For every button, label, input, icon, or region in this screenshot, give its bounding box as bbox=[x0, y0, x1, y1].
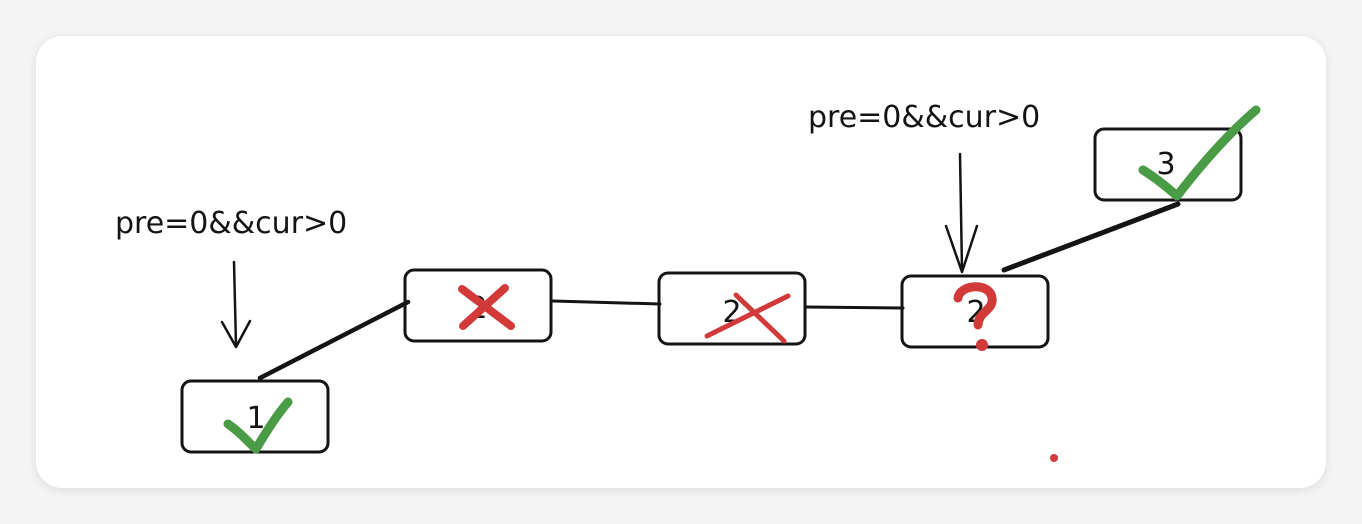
stray-dot bbox=[1050, 454, 1058, 462]
annotation-text-left: pre=0&&cur>0 bbox=[115, 206, 347, 241]
list-node-2: 2 bbox=[403, 268, 553, 343]
edge-node3-node4 bbox=[804, 305, 905, 310]
edge-node1-node2 bbox=[257, 299, 411, 381]
node-5-value: 3 bbox=[1156, 147, 1175, 182]
list-node-1: 1 bbox=[180, 379, 330, 454]
check-icon bbox=[223, 397, 293, 454]
cross-icon bbox=[458, 284, 515, 330]
check-icon bbox=[1138, 105, 1261, 201]
annotation-text-right: pre=0&&cur>0 bbox=[808, 100, 1040, 135]
node-1-value: 1 bbox=[246, 401, 265, 436]
annotation-arrow-left bbox=[220, 260, 252, 349]
list-node-4: 2 bbox=[900, 274, 1050, 351]
diagram-card bbox=[36, 36, 1326, 488]
list-node-5: 3 bbox=[1093, 105, 1261, 202]
cross-icon bbox=[704, 292, 791, 344]
edge-node4-node5 bbox=[1001, 201, 1181, 273]
list-node-3: 2 bbox=[657, 271, 807, 346]
annotation-arrow-right bbox=[944, 152, 979, 274]
question-icon bbox=[953, 282, 997, 351]
edge-node2-node3 bbox=[551, 299, 662, 306]
